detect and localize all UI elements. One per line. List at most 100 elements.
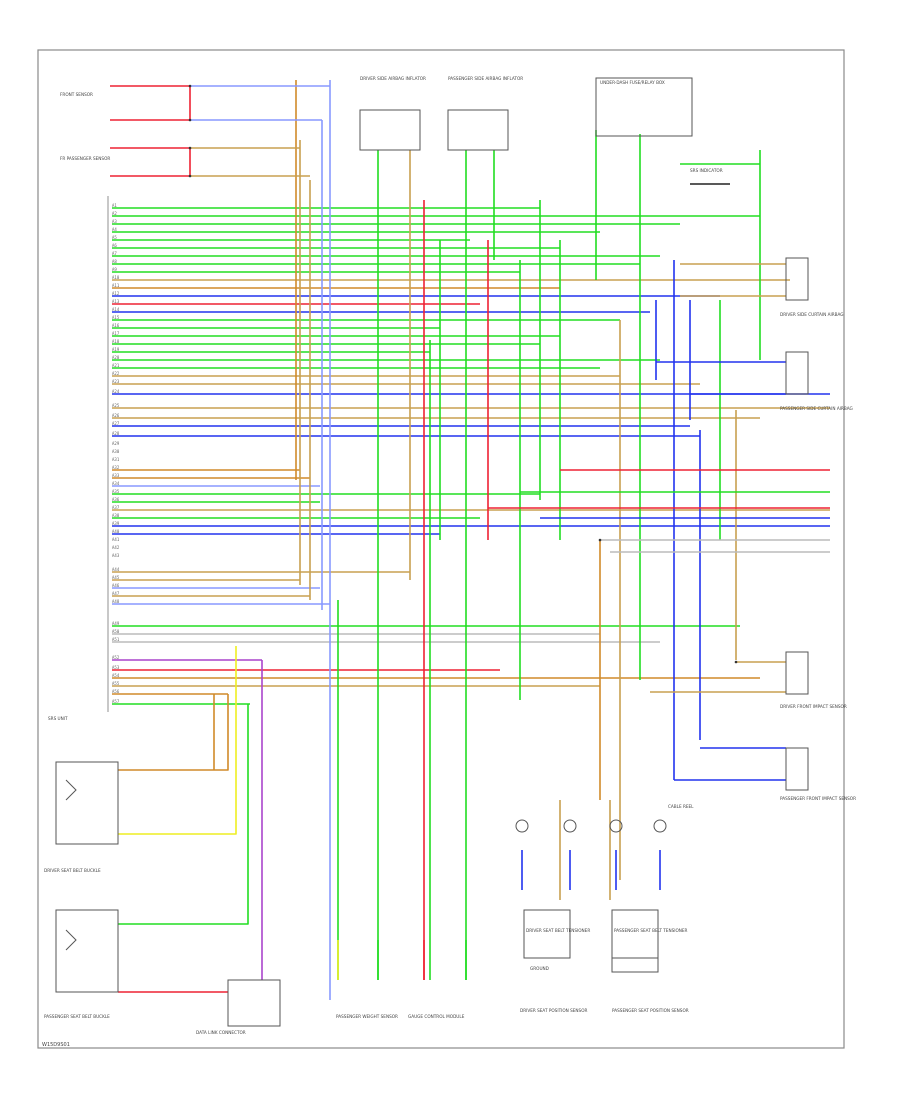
label-drv_side_airbag_inflator: DRIVER SIDE AIRBAG INFLATOR	[360, 76, 426, 81]
component-front-impact-sensor-driver	[785, 257, 809, 301]
figure-code: W15D9S01	[42, 1042, 70, 1048]
label-driver_seat_belt_tensioner: DRIVER SEAT BELT TENSIONER	[526, 928, 590, 933]
component-driver-tensioner	[523, 909, 571, 959]
pin-label-A44: A44	[112, 567, 120, 572]
pin-label-layer: A1A2A3A4A5A6A7A8A9A10A11A12A13A14A15A16A…	[112, 203, 120, 704]
switch-passenger	[65, 929, 77, 951]
wire-yellow-buckle-drv-b	[118, 646, 237, 835]
component-side-curtain-connector-left	[359, 109, 421, 151]
pin-label-A48: A48	[112, 599, 120, 604]
wire-red-fr-pass-sensor	[110, 147, 191, 177]
pin-label-A17: A17	[112, 331, 120, 336]
splice-dot-3	[188, 174, 192, 178]
pin-label-A5: A5	[112, 235, 117, 240]
label-pass_front_impact: PASSENGER FRONT IMPACT SENSOR	[780, 796, 856, 801]
pin-label-A51: A51	[112, 637, 120, 642]
wire-red-front-sensor	[110, 85, 191, 121]
pin-label-A28: A28	[112, 431, 120, 436]
pin-label-A47: A47	[112, 591, 120, 596]
label-inflator_cable_reel: CABLE REEL	[668, 804, 694, 809]
label-pass_seat_position: PASSENGER SEAT POSITION SENSOR	[612, 1008, 689, 1013]
switch-driver	[65, 779, 77, 801]
label-srs_unit: SRS UNIT	[48, 716, 68, 721]
splice-dot-2	[188, 146, 192, 150]
pin-label-A19: A19	[112, 347, 120, 352]
pin-label-A53: A53	[112, 665, 120, 670]
pin-label-A43: A43	[112, 553, 120, 558]
pin-label-A55: A55	[112, 681, 120, 686]
label-passenger_seat_belt_tensioner: PASSENGER SEAT BELT TENSIONER	[614, 928, 688, 933]
component-seat-position-passenger	[785, 747, 809, 791]
pin-label-A42: A42	[112, 545, 120, 550]
label-inst_panel_fuse_box: UNDER-DASH FUSE/RELAY BOX	[600, 80, 665, 85]
pin-label-A52: A52	[112, 655, 120, 660]
pin-label-A30: A30	[112, 449, 120, 454]
pin-label-A34: A34	[112, 481, 120, 486]
pin-label-A24: A24	[112, 389, 120, 394]
pin-label-A8: A8	[112, 259, 117, 264]
pin-label-A37: A37	[112, 505, 120, 510]
component-seat-position-driver	[785, 651, 809, 695]
label-ground: GROUND	[530, 966, 549, 971]
pin-label-A13: A13	[112, 299, 120, 304]
wire-green-buckle-pass-a	[118, 704, 249, 925]
label-drv_seat_position: DRIVER SEAT POSITION SENSOR	[520, 1008, 588, 1013]
component-tensioner-connector	[611, 957, 659, 973]
label-drv_front_impact: DRIVER FRONT IMPACT SENSOR	[780, 704, 847, 709]
inflator-connector-0	[515, 819, 529, 833]
component-passenger-tensioner	[611, 909, 659, 959]
inflator-connector-2	[609, 819, 623, 833]
pin-label-A38: A38	[112, 513, 120, 518]
inflator-connector-1	[563, 819, 577, 833]
label-pass_side_curtain: PASSENGER SIDE CURTAIN AIRBAG	[780, 406, 853, 411]
label-srs_indicator: SRS INDICATOR	[690, 168, 723, 173]
pin-label-A27: A27	[112, 421, 120, 426]
pin-label-A33: A33	[112, 473, 120, 478]
pin-label-A56: A56	[112, 689, 120, 694]
pin-label-A45: A45	[112, 575, 120, 580]
component-side-curtain-connector-right	[447, 109, 509, 151]
pin-label-A11: A11	[112, 283, 120, 288]
splice-dot-4	[598, 538, 602, 542]
pin-label-A6: A6	[112, 243, 117, 248]
diagram-frame	[37, 49, 845, 1049]
label-drv_seat_belt_buckle: DRIVER SEAT BELT BUCKLE	[44, 868, 101, 873]
wire-layer	[110, 80, 830, 1000]
pin-label-A29: A29	[112, 441, 120, 446]
pin-label-A16: A16	[112, 323, 120, 328]
component-driver-seat-belt-buckle	[55, 761, 119, 845]
pin-label-A50: A50	[112, 629, 120, 634]
label-combo_meter: GAUGE CONTROL MODULE	[408, 1014, 465, 1019]
pin-label-A41: A41	[112, 537, 120, 542]
component-fuse-box	[595, 77, 693, 137]
pin-label-A35: A35	[112, 489, 120, 494]
label-pass_side_airbag_inflator: PASSENGER SIDE AIRBAG INFLATOR	[448, 76, 523, 81]
pin-label-A26: A26	[112, 413, 120, 418]
splice-dot-1	[188, 118, 192, 122]
pin-label-A54: A54	[112, 673, 120, 678]
pin-label-A23: A23	[112, 379, 120, 384]
pin-label-A1: A1	[112, 203, 117, 208]
label-front_sensor: FRONT SENSOR	[60, 92, 93, 97]
pin-label-A18: A18	[112, 339, 120, 344]
pin-label-A15: A15	[112, 315, 120, 320]
splice-dot-5	[734, 660, 738, 664]
wire-orange-buckle-drv-a	[118, 694, 229, 771]
inflator-connector-3	[653, 819, 667, 833]
splice-dot-0	[188, 84, 192, 88]
pin-label-A10: A10	[112, 275, 120, 280]
pin-label-A14: A14	[112, 307, 120, 312]
pin-label-A46: A46	[112, 583, 120, 588]
pin-label-A21: A21	[112, 363, 120, 368]
pin-label-A3: A3	[112, 219, 117, 224]
pin-label-A2: A2	[112, 211, 117, 216]
pin-label-A39: A39	[112, 521, 120, 526]
pin-label-A36: A36	[112, 497, 120, 502]
pin-label-A40: A40	[112, 529, 120, 534]
pin-label-A9: A9	[112, 267, 117, 272]
label-pass_seat_belt_buckle: PASSENGER SEAT BELT BUCKLE	[44, 1014, 110, 1019]
component-data-link-connector	[227, 979, 281, 1027]
component-passenger-seat-belt-buckle	[55, 909, 119, 993]
pin-label-A12: A12	[112, 291, 120, 296]
